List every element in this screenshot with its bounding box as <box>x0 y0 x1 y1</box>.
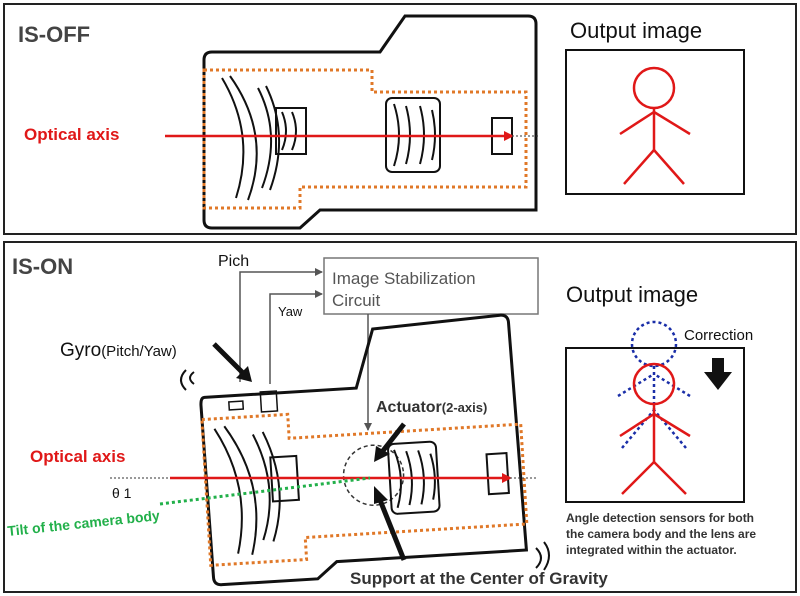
note-line1: Angle detection sensors for both <box>566 511 754 525</box>
output-image-title: Output image <box>570 18 702 43</box>
actuator-pointer-shaft <box>380 422 406 454</box>
actuator-pointer-head <box>374 446 390 462</box>
tilt-line <box>159 476 371 506</box>
second-lens-element-on <box>251 431 281 542</box>
pitch-signal-line <box>239 268 323 382</box>
support-pointer-shaft <box>377 499 407 561</box>
gyro-pointer-head <box>236 366 252 382</box>
pitch-label: Pich <box>218 253 249 270</box>
support-label: Support at the Center of Gravity <box>350 569 608 588</box>
is-off-panel: IS-OFF Optical axis Output image <box>3 3 797 235</box>
front-lens-element-on <box>213 425 258 555</box>
stick-figure-corrected <box>619 362 691 495</box>
lens-body-outline <box>202 14 538 230</box>
note-line3: integrated within the actuator. <box>566 543 737 557</box>
lens-group-1 <box>275 107 307 155</box>
stick-figure-blurred <box>617 320 691 449</box>
optical-axis-label-on: Optical axis <box>30 447 125 466</box>
is-off-title: IS-OFF <box>18 22 90 47</box>
actuator-label: Actuator(2-axis) <box>376 399 487 416</box>
theta-label: θ 1 <box>112 485 132 501</box>
lens-barrel-frame-on <box>200 412 529 567</box>
vibration-mark-right <box>535 541 550 571</box>
correction-arrow <box>704 358 732 390</box>
vibration-mark-left <box>180 369 195 391</box>
yaw-label: Yaw <box>278 304 303 319</box>
circuit-label-line2: Circuit <box>332 291 380 310</box>
is-on-title: IS-ON <box>12 254 73 279</box>
stabilization-circuit-box <box>323 257 539 315</box>
gyro-sensor-yaw <box>259 390 279 413</box>
camera-body-outline <box>199 313 529 587</box>
is-on-panel: IS-ON Image Stabilization Circuit Pich Y… <box>3 241 797 593</box>
gyro-label: Gyro(Pitch/Yaw) <box>60 340 177 361</box>
output-image-title-on: Output image <box>566 282 698 307</box>
yaw-signal-line <box>269 290 323 384</box>
lens-barrel-frame <box>202 68 528 210</box>
circuit-label-line1: Image Stabilization <box>332 269 476 288</box>
gyro-pointer-shaft <box>212 342 246 376</box>
lens-group-1-elements <box>281 111 297 151</box>
gyro-sensor-pitch <box>228 400 245 411</box>
stick-figure <box>619 66 691 185</box>
support-pointer-head <box>374 486 388 504</box>
note-line2: the camera body and the lens are <box>566 527 756 541</box>
correction-label: Correction <box>684 327 753 344</box>
optical-axis-label: Optical axis <box>24 125 119 144</box>
